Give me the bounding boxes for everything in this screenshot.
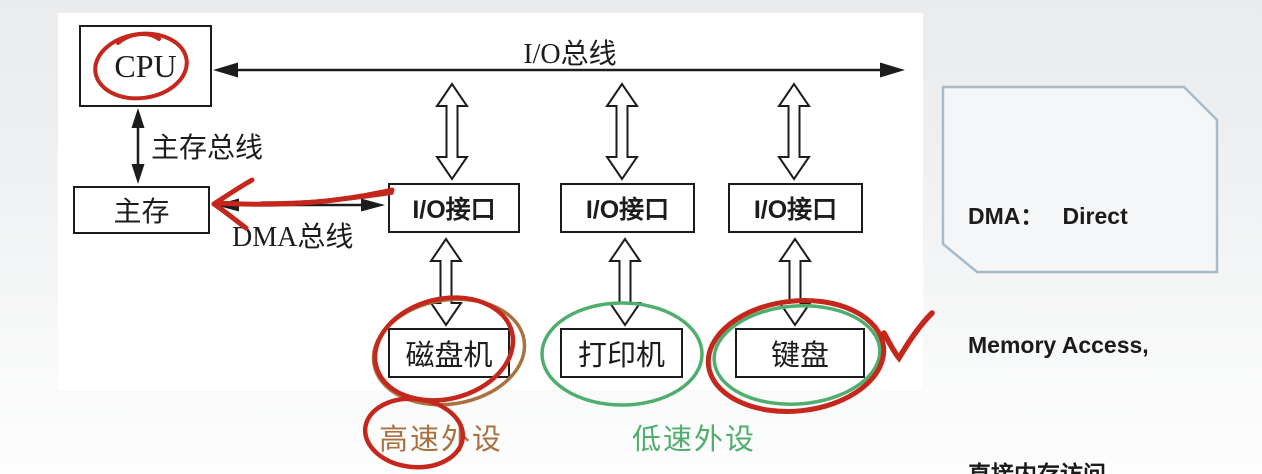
- io-bus-label: I/O总线: [523, 39, 617, 70]
- high-speed-peripherals-label: 高速外设: [379, 424, 504, 456]
- io-interface-box-1: I/O接口: [388, 183, 520, 233]
- main-memory-bus-arrow: [131, 108, 145, 184]
- io-interface-label: I/O接口: [585, 196, 670, 224]
- main-memory-box: 主存: [73, 186, 210, 234]
- cpu-box: CPU: [79, 25, 212, 107]
- disk-label: 磁盘机: [405, 340, 493, 372]
- device-box-keyboard: 键盘: [735, 328, 865, 378]
- callout-line-3: 直接内存访问。: [968, 461, 1129, 474]
- io-interface-label: I/O接口: [412, 196, 496, 224]
- io-interface-box-2: I/O接口: [560, 183, 695, 233]
- callout-bubble: [941, 85, 1219, 274]
- bus-to-interface-arrows: [435, 82, 811, 181]
- keyboard-label: 键盘: [770, 340, 829, 372]
- io-interface-box-3: I/O接口: [728, 183, 863, 233]
- io-interface-label: I/O接口: [753, 196, 838, 224]
- printer-label: 打印机: [577, 340, 665, 372]
- dma-definition-callout: DMA： Direct Memory Access, 直接内存访问。: [968, 109, 1203, 474]
- callout-line-2: Memory Access,: [968, 332, 1149, 358]
- hollow-arrow: [777, 82, 811, 181]
- device-box-printer: 打印机: [560, 328, 683, 378]
- callout-line-1: DMA： Direct: [968, 203, 1128, 229]
- main-memory-bus-label: 主存总线: [151, 133, 264, 164]
- hollow-arrow: [605, 82, 639, 181]
- main-memory-label: 主存: [113, 197, 170, 228]
- io-bus-arrow: [213, 62, 905, 78]
- device-box-disk: 磁盘机: [388, 328, 510, 378]
- low-speed-peripherals-label: 低速外设: [632, 424, 757, 456]
- dma-bus-label: DMA总线: [232, 222, 354, 253]
- hollow-arrow: [435, 82, 469, 181]
- cpu-label: CPU: [114, 47, 177, 84]
